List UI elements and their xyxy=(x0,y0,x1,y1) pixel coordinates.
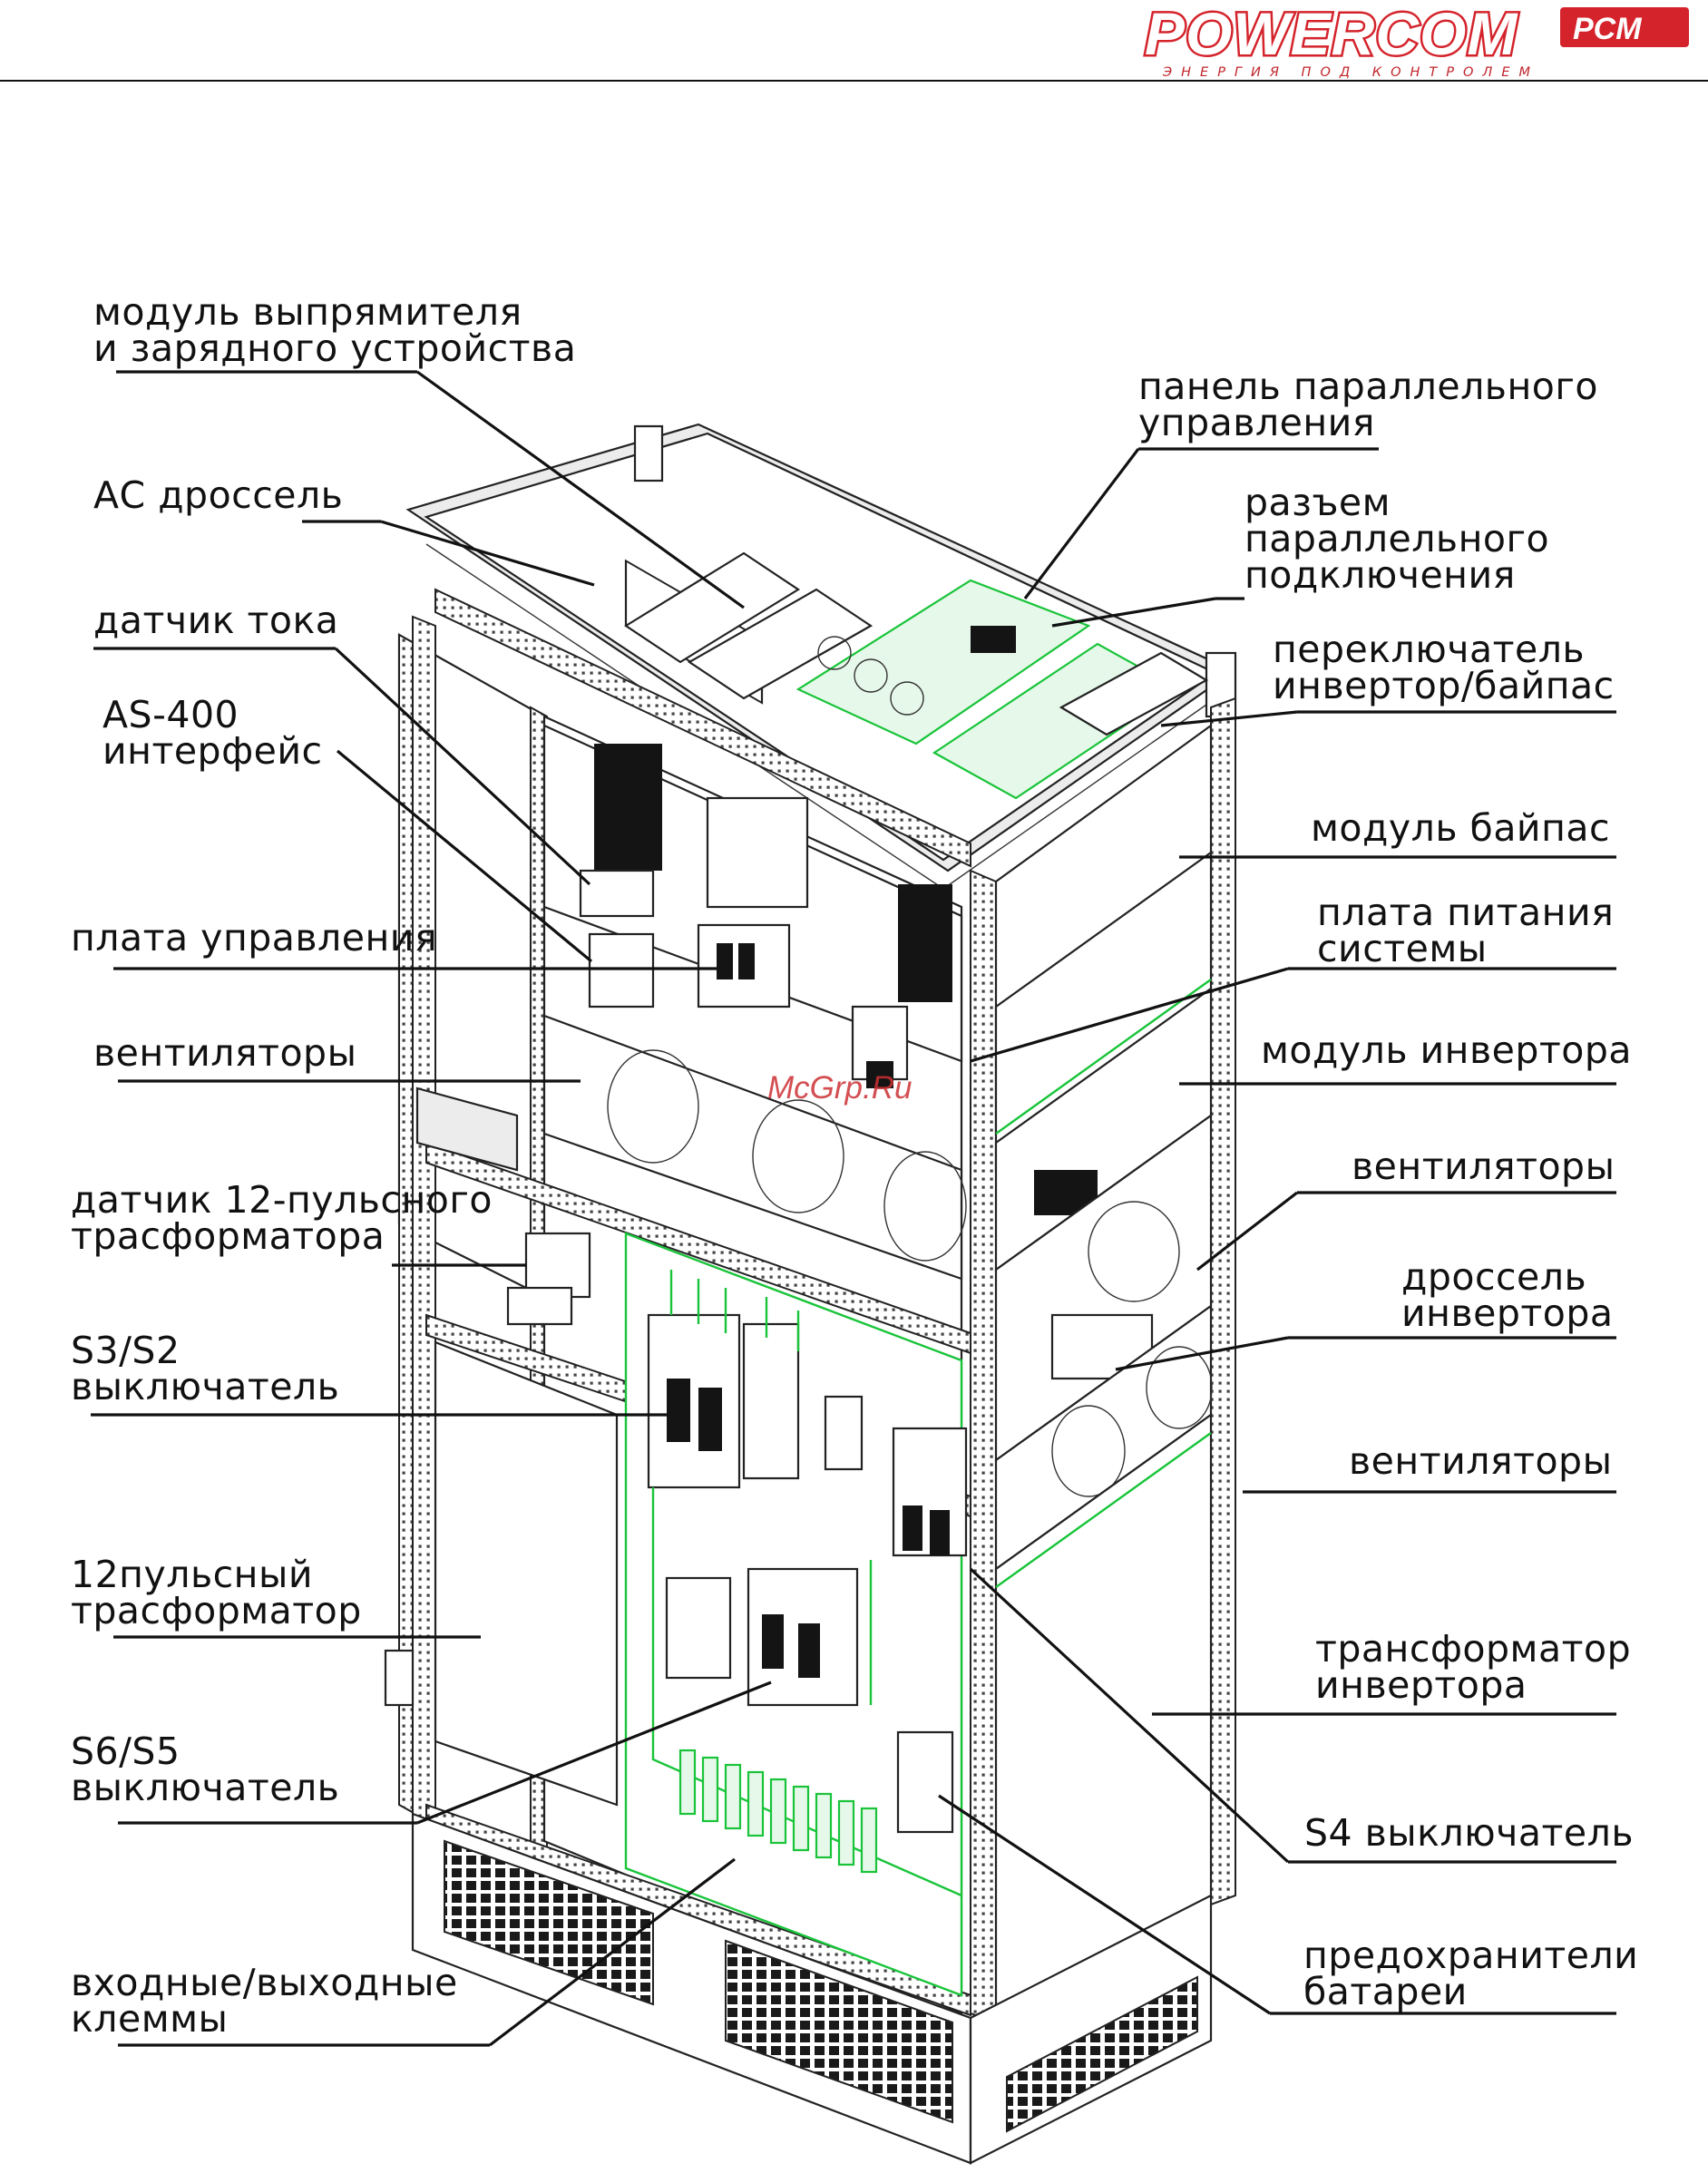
green-busbars xyxy=(651,1270,962,1897)
svg-text:параллельного: параллельного xyxy=(1244,517,1549,560)
cabinet-drawing xyxy=(384,423,1237,2165)
svg-text:вентиляторы: вентиляторы xyxy=(93,1031,356,1075)
svg-text:датчик 12-пульсного: датчик 12-пульсного xyxy=(71,1178,493,1222)
front-center-post xyxy=(970,869,997,2024)
label-rectifier-module: модуль выпрямителя и зарядного устройств… xyxy=(93,290,745,609)
svg-text:трасформатор: трасформатор xyxy=(71,1589,362,1632)
battery-fuses xyxy=(896,1730,954,1834)
svg-text:датчик тока: датчик тока xyxy=(93,599,338,642)
ac-choke-block xyxy=(623,551,801,664)
svg-text:АС дроссель: АС дроссель xyxy=(93,473,343,517)
parallel-connector xyxy=(971,626,1016,653)
label-s6-s5-switch: S6/S5 выключатель xyxy=(71,1681,772,1825)
logo-mark-box xyxy=(1560,7,1689,47)
svg-text:клеммы: клеммы xyxy=(71,1997,228,2041)
svg-text:выключатель: выключатель xyxy=(71,1766,339,1809)
label-parallel-connector: разъем параллельного подключения xyxy=(1051,481,1549,628)
logo-tagline: ЭНЕРГИЯ ПОД КОНТРОЛЕМ xyxy=(1162,65,1539,80)
vent-grille xyxy=(444,1839,654,2006)
display-panel-right xyxy=(898,884,952,1002)
svg-text:интерфейс: интерфейс xyxy=(102,729,323,773)
svg-text:вентиляторы: вентиляторы xyxy=(1349,1439,1612,1483)
svg-text:подключения: подключения xyxy=(1244,553,1516,597)
fan-icon xyxy=(883,1151,967,1262)
svg-text:входные/выходные: входные/выходные xyxy=(71,1961,458,2004)
transformer-bay xyxy=(434,1340,619,1807)
svg-text:трасформатора: трасформатора xyxy=(71,1214,385,1258)
labels-left: модуль выпрямителя и зарядного устройств… xyxy=(71,290,772,2047)
label-parallel-control-panel: панель параллельного управления xyxy=(1023,365,1598,599)
svg-text:системы: системы xyxy=(1317,927,1488,970)
fan-icon xyxy=(1051,1405,1126,1497)
label-inverter-bypass-switch: переключатель инвертор/байпас xyxy=(1160,628,1616,727)
label-as400-interface: AS-400 интерфейс xyxy=(102,693,593,963)
vent-grille xyxy=(1006,1975,1198,2133)
svg-text:AS-400: AS-400 xyxy=(102,693,239,736)
svg-text:предохранители: предохранители xyxy=(1303,1934,1638,1977)
as400-interface xyxy=(588,932,655,1009)
svg-text:дроссель: дроссель xyxy=(1401,1255,1586,1299)
powercom-logo: POWERCOM PCM ЭНЕРГИЯ ПОД КОНТРОЛЕМ xyxy=(1143,0,1689,80)
label-fans-left: вентиляторы xyxy=(93,1031,581,1083)
label-inverter-choke: дроссель инвертора xyxy=(1115,1255,1616,1371)
svg-text:модуль инвертора: модуль инвертора xyxy=(1261,1028,1632,1072)
vent-grille xyxy=(725,1939,953,2124)
labels-right: панель параллельного управления разъем п… xyxy=(938,365,1638,2015)
svg-text:S6/S5: S6/S5 xyxy=(71,1730,181,1773)
svg-text:вентиляторы: вентиляторы xyxy=(1352,1145,1615,1188)
fan-icon xyxy=(1146,1346,1213,1429)
transformer-sensor xyxy=(524,1232,591,1299)
svg-text:переключатель: переключатель xyxy=(1273,628,1585,671)
label-ac-choke: АС дроссель xyxy=(93,473,595,587)
svg-text:инвертор/байпас: инвертор/байпас xyxy=(1273,664,1615,707)
svg-text:инвертора: инвертора xyxy=(1315,1663,1527,1707)
right-front-post xyxy=(1210,697,1236,1906)
terminal-block xyxy=(678,1749,878,1874)
label-battery-fuses: предохранители батареи xyxy=(938,1794,1638,2015)
current-sensor xyxy=(579,869,655,918)
svg-text:управления: управления xyxy=(1138,401,1375,444)
svg-text:S4 выключатель: S4 выключатель xyxy=(1304,1811,1634,1855)
svg-text:батареи: батареи xyxy=(1303,1970,1468,2013)
label-io-terminals: входные/выходные клеммы xyxy=(71,1857,736,2047)
svg-text:плата управления: плата управления xyxy=(71,916,437,960)
label-inverter-transformer: трансформатор инвертора xyxy=(1152,1627,1631,1716)
svg-text:разъем: разъем xyxy=(1244,481,1391,524)
label-bypass-module: модуль байпас xyxy=(1179,806,1616,859)
svg-text:трансформатор: трансформатор xyxy=(1315,1627,1631,1671)
label-current-sensor: датчик тока xyxy=(93,599,591,886)
header: POWERCOM PCM ЭНЕРГИЯ ПОД КОНТРОЛЕМ xyxy=(0,0,1708,82)
fan-icon xyxy=(752,1099,844,1213)
svg-text:модуль выпрямителя: модуль выпрямителя xyxy=(93,290,522,334)
watermark: McGrp.Ru xyxy=(767,1070,912,1106)
svg-text:S3/S2: S3/S2 xyxy=(71,1329,181,1372)
label-12pulse-transformer: 12пульсный трасформатор xyxy=(71,1553,481,1639)
label-fans-right-upper: вентиляторы xyxy=(1196,1145,1616,1272)
svg-text:модуль байпас: модуль байпас xyxy=(1311,806,1610,850)
label-system-power-board: плата питания системы xyxy=(970,891,1616,1063)
label-inverter-module: модуль инвертора xyxy=(1179,1028,1632,1086)
label-s3-s2-switch: S3/S2 выключатель xyxy=(71,1329,667,1417)
label-control-board: плата управления xyxy=(71,916,717,970)
svg-text:выключатель: выключатель xyxy=(71,1365,339,1408)
label-12pulse-sensor: датчик 12-пульсного трасформатора xyxy=(71,1178,526,1267)
label-fans-right-lower: вентиляторы xyxy=(1243,1439,1616,1494)
svg-text:плата питания: плата питания xyxy=(1317,891,1614,934)
fan-icon xyxy=(1088,1201,1180,1302)
logo-mark: PCM xyxy=(1573,12,1642,46)
label-s4-switch: S4 выключатель xyxy=(969,1567,1634,1864)
fan-icon xyxy=(607,1049,699,1164)
svg-text:12пульсный: 12пульсный xyxy=(71,1553,313,1596)
svg-text:панель параллельного: панель параллельного xyxy=(1138,365,1598,408)
s3-s2-switch xyxy=(647,1313,741,1489)
svg-text:и зарядного устройства: и зарядного устройства xyxy=(93,326,576,370)
svg-text:инвертора: инвертора xyxy=(1401,1291,1613,1335)
logo-wordmark: POWERCOM xyxy=(1145,0,1518,67)
display-panel-left xyxy=(594,744,662,871)
